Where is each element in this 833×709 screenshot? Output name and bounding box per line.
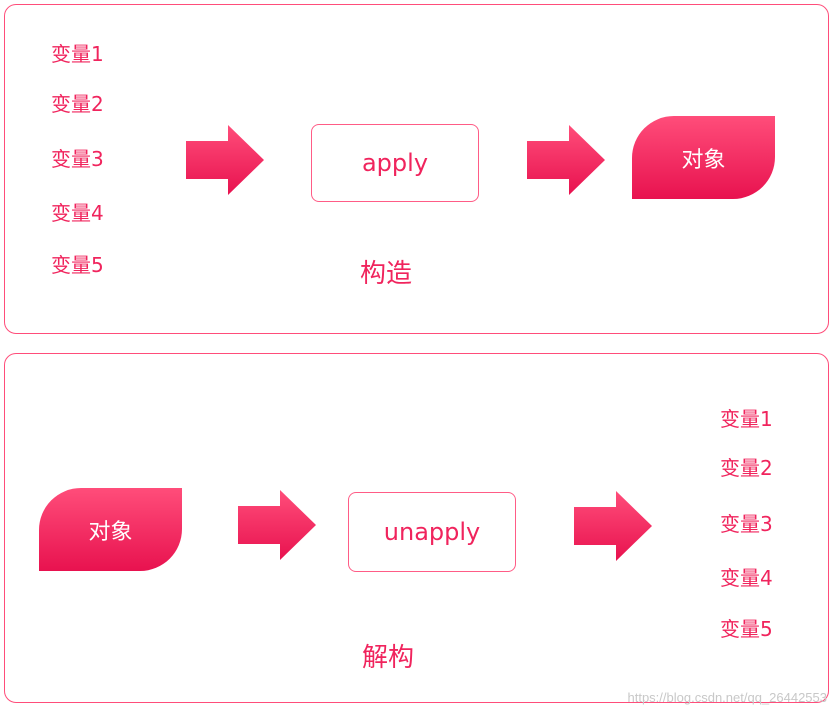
construct-variable-5: 变量5	[51, 253, 104, 277]
destruct-variable-2: 变量2	[720, 456, 773, 480]
construct-variable-3: 变量3	[51, 147, 104, 171]
destruct-object-shape: 对象	[39, 488, 182, 571]
destruct-object-label: 对象	[88, 519, 133, 545]
destruct-variable-5: 变量5	[720, 617, 773, 641]
apply-function-box: apply	[311, 124, 479, 202]
destruct-panel: 对象 unapply 变量1 变量2 变量3 变量4 变量5 解构	[4, 353, 829, 703]
construct-variable-2: 变量2	[51, 92, 104, 116]
construct-object-shape: 对象	[632, 116, 775, 199]
destruct-variable-3: 变量3	[720, 512, 773, 536]
construct-variable-1: 变量1	[51, 42, 104, 66]
unapply-function-box: unapply	[348, 492, 516, 572]
destruct-caption: 解构	[362, 643, 415, 673]
unapply-function-label: unapply	[383, 518, 481, 546]
arrow-right-icon	[186, 125, 264, 195]
apply-function-label: apply	[361, 149, 429, 177]
destruct-variable-1: 变量1	[720, 407, 773, 431]
destruct-variable-4: 变量4	[720, 566, 773, 590]
arrow-right-icon	[574, 491, 652, 561]
watermark: https://blog.csdn.net/qq_26442553	[627, 690, 828, 705]
construct-variable-4: 变量4	[51, 201, 104, 225]
construct-caption: 构造	[360, 259, 413, 289]
construct-panel: 变量1 变量2 变量3 变量4 变量5 apply 对象 构造	[4, 4, 829, 334]
arrow-right-icon	[527, 125, 605, 195]
arrow-right-icon	[238, 490, 316, 560]
construct-object-label: 对象	[681, 147, 726, 173]
